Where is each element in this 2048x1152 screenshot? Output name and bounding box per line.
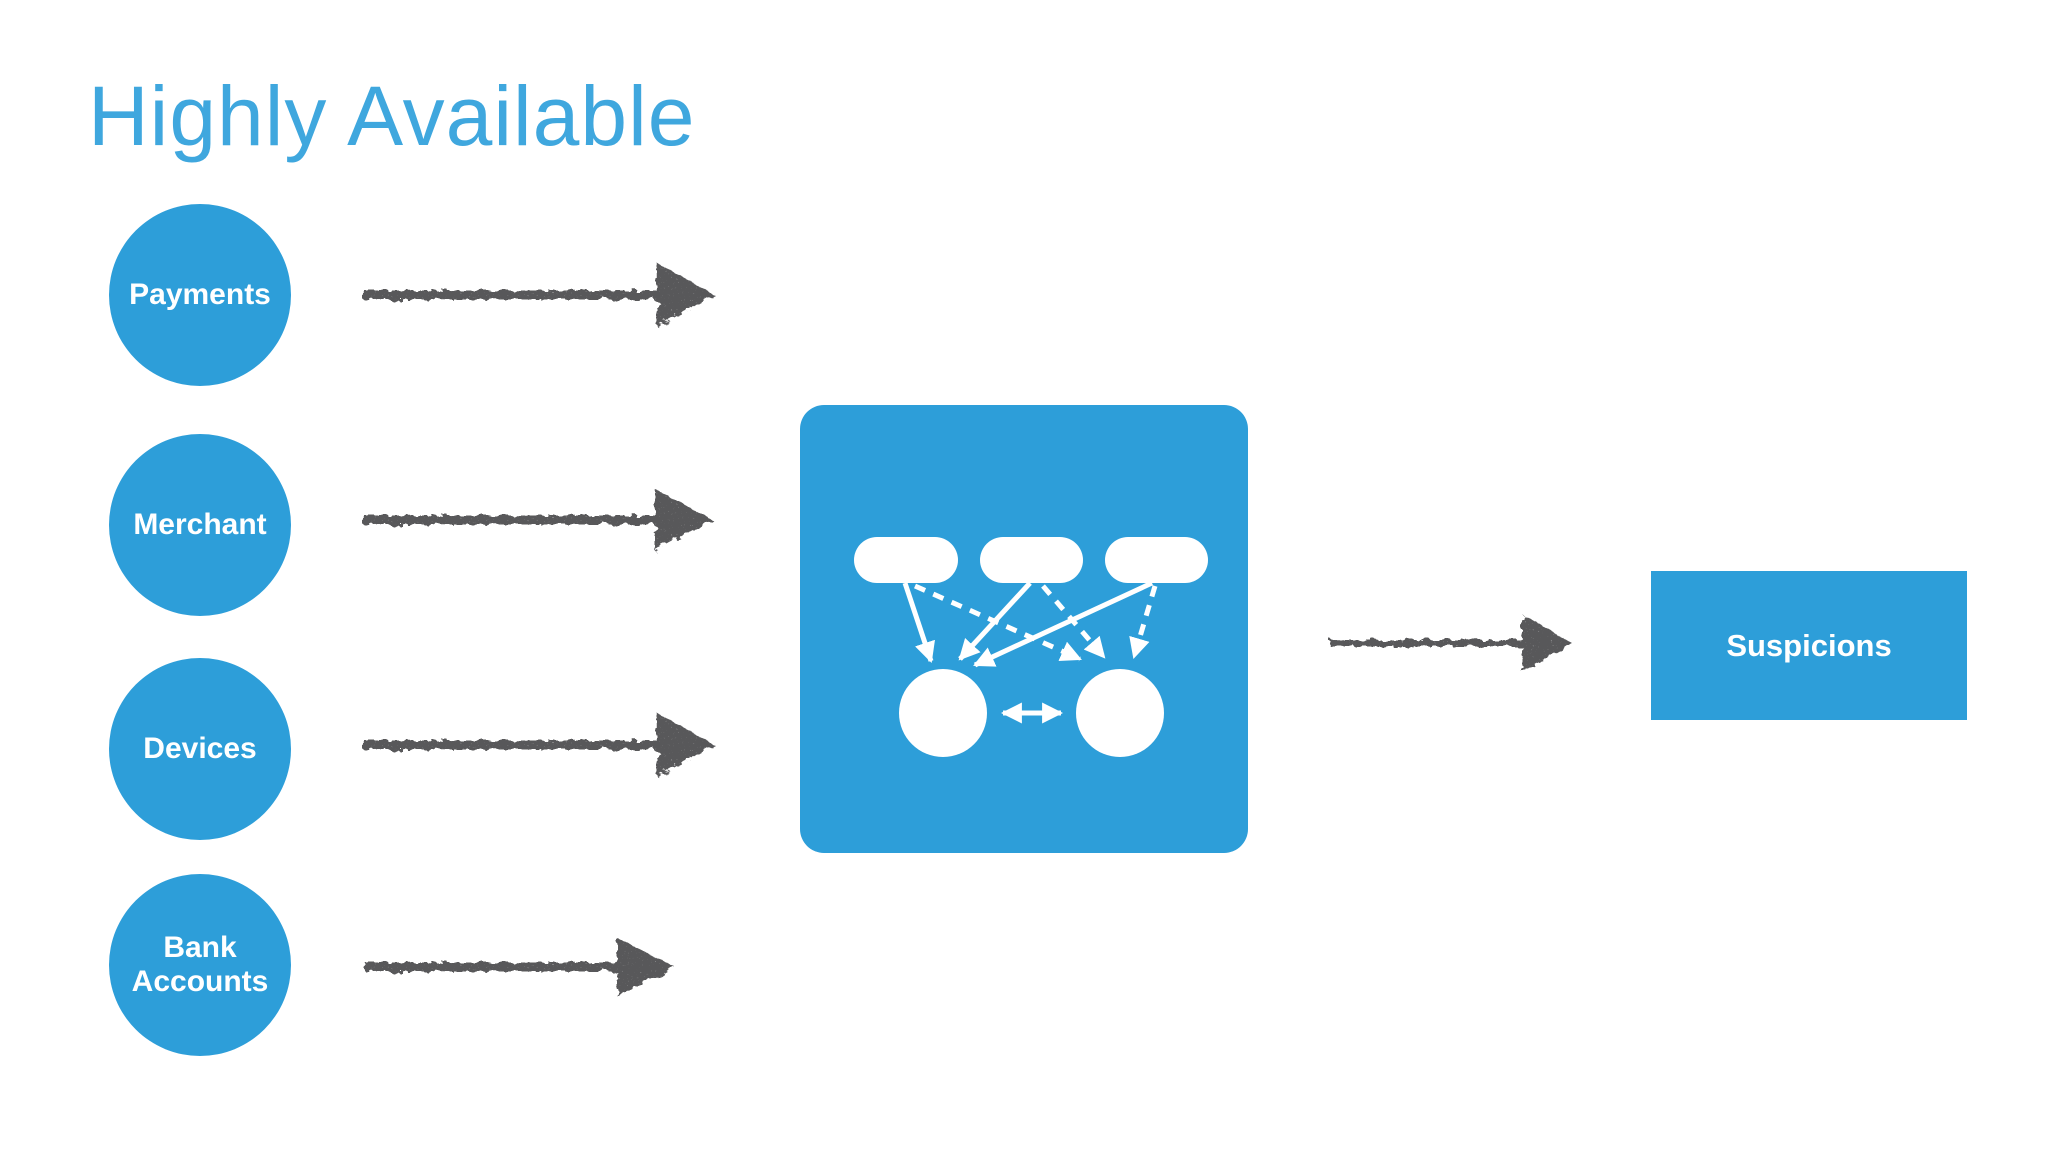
dashed-link-shard2-node2 xyxy=(1041,584,1106,659)
suspicions-label: Suspicions xyxy=(1726,627,1892,663)
shard-pill-2 xyxy=(980,537,1083,583)
source-circle-bank-accounts: Bank Accounts xyxy=(109,874,291,1056)
shard-pill-3 xyxy=(1105,537,1208,583)
source-label-bank-accounts: Bank Accounts xyxy=(131,930,269,999)
ingest-arrow-payments xyxy=(363,263,715,327)
suspicions-box: Suspicions xyxy=(1651,571,1967,720)
solid-link-shard1-node1 xyxy=(902,582,935,663)
source-circle-merchant: Merchant xyxy=(109,434,291,616)
node-circle-left xyxy=(899,669,987,757)
solid-link-shard3-node1 xyxy=(973,580,1154,668)
source-label-payments: Payments xyxy=(129,277,271,311)
source-circle-devices: Devices xyxy=(109,658,291,840)
ingest-arrow-merchant xyxy=(363,489,713,551)
dashed-link-shard1-node2 xyxy=(913,583,1082,662)
shard-pill-1 xyxy=(854,537,958,583)
output-arrow xyxy=(1330,614,1572,672)
node-circle-right xyxy=(1076,669,1164,757)
source-label-devices: Devices xyxy=(143,731,257,765)
source-label-merchant: Merchant xyxy=(133,507,267,541)
page-title: Highly Available xyxy=(88,69,696,163)
cluster-diagram xyxy=(854,537,1208,757)
ingest-arrow-devices xyxy=(363,713,715,777)
source-circle-payments: Payments xyxy=(109,204,291,386)
dashed-link-shard3-node2 xyxy=(1129,585,1158,660)
ingest-arrow-bank-accounts xyxy=(365,938,675,996)
cluster-box xyxy=(800,405,1248,853)
